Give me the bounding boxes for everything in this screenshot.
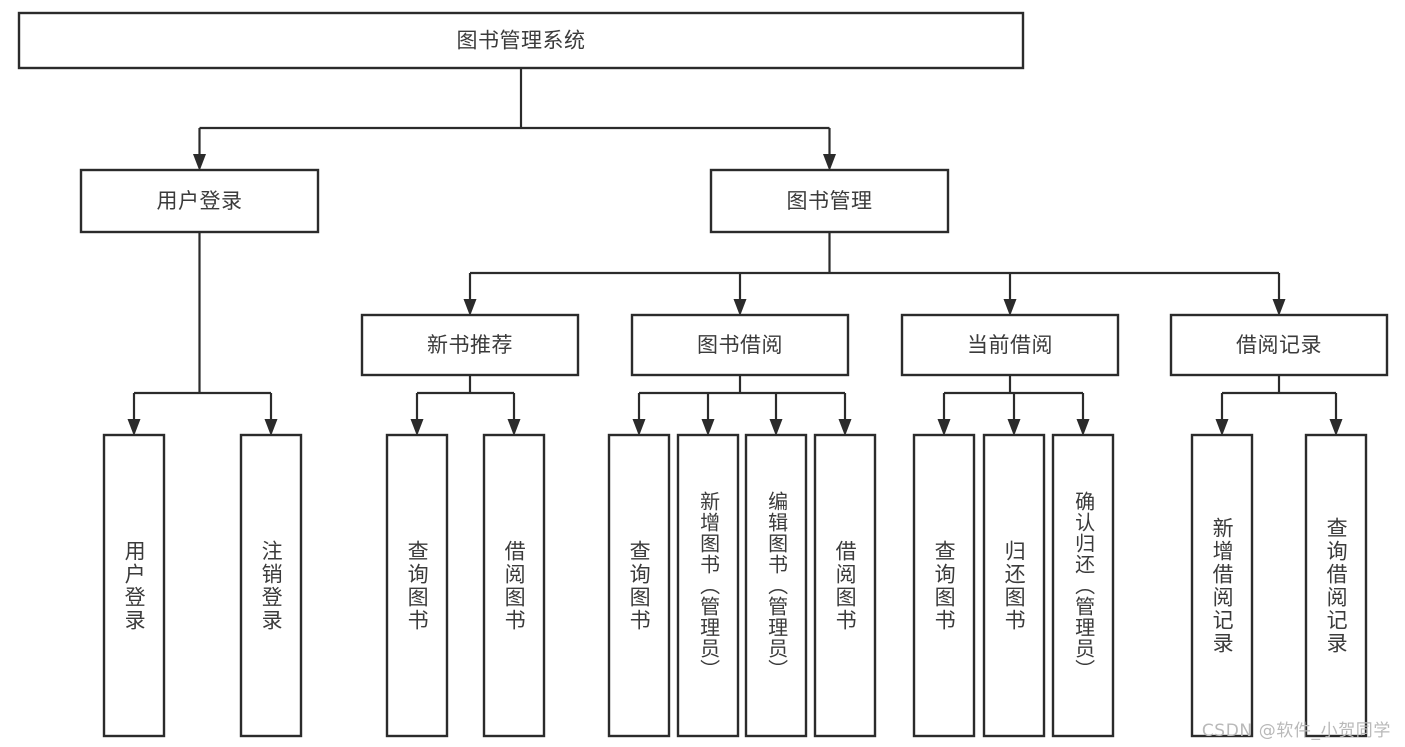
edge-arrow-icon <box>1272 299 1286 316</box>
node-leaf-confirm-return-admin[interactable] <box>1051 433 1115 738</box>
edge-arrow-icon <box>463 299 477 316</box>
node-label: 图书管理 <box>787 189 873 213</box>
edge-arrow-icon <box>823 154 836 171</box>
edge-arrow-icon <box>507 419 521 436</box>
node-leaf-return-book[interactable] <box>982 433 1046 738</box>
edge-arrow-icon <box>937 419 951 436</box>
node-label: 新书推荐 <box>427 333 513 357</box>
node-user-login[interactable] <box>79 168 320 234</box>
edge-arrow-icon <box>632 419 646 436</box>
node-label: 借阅记录 <box>1236 333 1322 357</box>
node-label: 当前借阅 <box>967 333 1053 357</box>
node-label: 用户登录 <box>157 189 243 213</box>
node-leaf-query-borrow-record[interactable] <box>1304 433 1368 738</box>
edge-arrow-icon <box>733 299 747 316</box>
edge-arrow-icon <box>1007 419 1021 436</box>
edge-arrow-icon <box>838 419 852 436</box>
edge-arrow-icon <box>410 419 424 436</box>
node-leaf-borrow-book[interactable] <box>813 433 877 738</box>
node-label: 图书借阅 <box>697 333 783 357</box>
node-leaf-edit-book-admin[interactable] <box>744 433 808 738</box>
node-leaf-user-login[interactable] <box>102 433 166 738</box>
node-new-book-recommend[interactable] <box>360 313 580 377</box>
edge-arrow-icon <box>193 154 206 171</box>
node-leaf-user-logout[interactable] <box>239 433 303 738</box>
watermark-text: CSDN @软件_小贺同学 <box>1201 721 1391 741</box>
node-root-root[interactable] <box>17 11 1025 70</box>
node-current-borrow[interactable] <box>900 313 1120 377</box>
edge-arrow-icon <box>264 419 278 436</box>
node-leaf-query-book-borrow[interactable] <box>607 433 671 738</box>
edge-arrow-icon <box>701 419 715 436</box>
edge-arrow-icon <box>1003 299 1017 316</box>
node-book-borrow[interactable] <box>630 313 850 377</box>
node-borrow-record[interactable] <box>1169 313 1389 377</box>
edge-arrow-icon <box>1329 419 1343 436</box>
node-leaf-query-book-rec[interactable] <box>385 433 449 738</box>
node-book-manage[interactable] <box>709 168 950 234</box>
node-label: 图书管理系统 <box>457 29 586 53</box>
edge-arrow-icon <box>127 419 141 436</box>
edge-arrow-icon <box>1076 419 1090 436</box>
edge-arrow-icon <box>1215 419 1229 436</box>
node-leaf-add-book-admin[interactable] <box>676 433 740 738</box>
node-leaf-add-borrow-record[interactable] <box>1190 433 1254 738</box>
node-leaf-borrow-book-rec[interactable] <box>482 433 546 738</box>
edge-arrow-icon <box>769 419 783 436</box>
connector-layer <box>127 68 1343 436</box>
node-leaf-query-book-cur[interactable] <box>912 433 976 738</box>
